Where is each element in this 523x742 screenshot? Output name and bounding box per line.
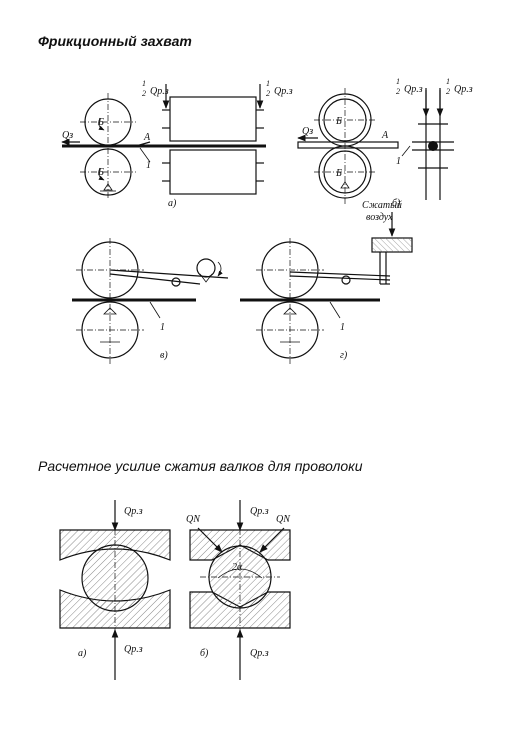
svg-text:1: 1 xyxy=(266,79,270,88)
svg-text:А: А xyxy=(381,130,389,141)
svg-text:2α: 2α xyxy=(232,562,243,573)
svg-text:Qр.з: Qр.з xyxy=(250,506,269,517)
svg-text:2: 2 xyxy=(396,87,400,96)
figure-g-rolls: Сжатый воздух 1 г) xyxy=(240,200,413,364)
svg-text:Qр.з: Qр.з xyxy=(404,84,423,95)
svg-text:1: 1 xyxy=(446,77,450,86)
svg-text:в): в) xyxy=(160,350,168,361)
svg-text:Qр.з: Qр.з xyxy=(274,86,293,97)
figure-wire-a: Qр.з Qр.з а) xyxy=(59,500,171,680)
svg-text:1: 1 xyxy=(396,156,401,167)
svg-text:QN: QN xyxy=(186,514,201,525)
svg-text:Б: Б xyxy=(335,168,342,179)
svg-text:б): б) xyxy=(200,648,209,659)
svg-text:Qз: Qз xyxy=(302,126,313,137)
svg-text:1: 1 xyxy=(160,322,165,333)
svg-text:1: 1 xyxy=(142,79,146,88)
svg-text:1: 1 xyxy=(396,77,400,86)
svg-text:QN: QN xyxy=(276,514,291,525)
svg-text:Qр.з: Qр.з xyxy=(150,86,169,97)
svg-text:Сжатый: Сжатый xyxy=(362,200,402,211)
svg-text:Б: Б xyxy=(97,167,104,178)
svg-text:1: 1 xyxy=(340,322,345,333)
figure-wire-b: Qр.з QN QN 2α Qр.з б) xyxy=(186,500,291,680)
lower-cylinder xyxy=(169,149,257,195)
svg-text:А: А xyxy=(143,132,151,143)
svg-text:1: 1 xyxy=(146,160,151,171)
heading-wire-force: Расчетное усилие сжатия валков для прово… xyxy=(38,458,363,474)
figure-a-rolls: Qз Б Б А 1 2 Qр.з 1 2 Qр.з 1 а) xyxy=(61,79,293,209)
svg-text:г): г) xyxy=(340,350,348,361)
heading-friction-grip: Фрикционный захват xyxy=(38,33,192,49)
svg-text:Б: Б xyxy=(335,116,342,127)
svg-text:а): а) xyxy=(78,648,87,659)
svg-text:Qр.з: Qр.з xyxy=(250,648,269,659)
figure-v-rolls: 1 в) xyxy=(72,238,229,364)
svg-text:2: 2 xyxy=(142,89,146,98)
svg-text:Qз: Qз xyxy=(62,130,73,141)
strip-b xyxy=(297,141,399,149)
figure-b-rolls: Qз Б Б А 1 2 Qр.з 1 2 Qр.з 1 б) xyxy=(297,77,473,209)
svg-text:Qр.з: Qр.з xyxy=(454,84,473,95)
svg-text:воздух: воздух xyxy=(366,212,393,223)
svg-text:2: 2 xyxy=(446,87,450,96)
svg-text:а): а) xyxy=(168,198,177,209)
svg-text:б): б) xyxy=(392,198,401,209)
svg-text:Б: Б xyxy=(97,117,104,128)
svg-text:Qр.з: Qр.з xyxy=(124,506,143,517)
upper-cylinder xyxy=(169,96,257,142)
svg-text:2: 2 xyxy=(266,89,270,98)
svg-text:Qр.з: Qр.з xyxy=(124,644,143,655)
